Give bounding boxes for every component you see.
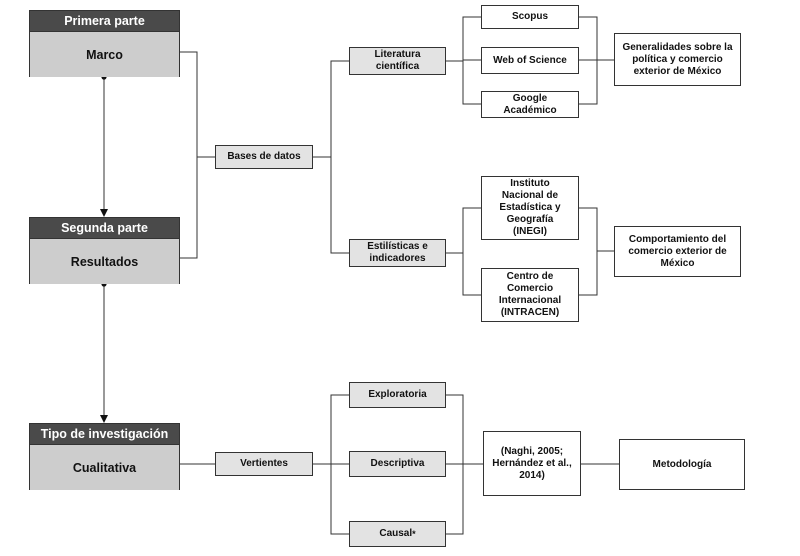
phase-primera-parte: Primera parte Marco: [29, 10, 180, 77]
node-descriptiva: Descriptiva: [349, 451, 446, 477]
phase-body: Resultados: [30, 239, 179, 284]
node-causal: Causal*: [349, 521, 446, 547]
connector-institutes-comportamiento: [579, 207, 598, 296]
phase-tipo-investigacion: Tipo de investigación Cualitativa: [29, 423, 180, 490]
connector-estadisticas-institutes: [462, 207, 481, 296]
phase-body: Marco: [30, 32, 179, 77]
connector-vertientes-types: [330, 394, 349, 535]
arrowhead: [100, 415, 108, 423]
node-generalidades: Generalidades sobre la política y comerc…: [614, 33, 741, 86]
node-google-academico: Google Académico: [481, 91, 579, 118]
phase-header: Primera parte: [30, 11, 179, 32]
phase-body: Cualitativa: [30, 445, 179, 490]
connector-marco-bases: [180, 51, 198, 259]
node-literatura-cientifica: Literatura científica: [349, 47, 446, 75]
causal-label: Causal: [379, 528, 413, 539]
node-bases-de-datos: Bases de datos: [215, 145, 313, 169]
connector-bases-branches: [330, 60, 349, 254]
node-scopus: Scopus: [481, 5, 579, 29]
phase-segunda-parte: Segunda parte Resultados: [29, 217, 180, 284]
phase-header: Tipo de investigación: [30, 424, 179, 445]
node-referencias: (Naghi, 2005; Hernández et al., 2014): [483, 431, 581, 496]
node-exploratoria: Exploratoria: [349, 382, 446, 408]
node-web-of-science: Web of Science: [481, 47, 579, 74]
node-metodologia: Metodología: [619, 439, 745, 490]
arrowhead: [100, 209, 108, 217]
node-inegi: Instituto Nacional de Estadística y Geog…: [481, 176, 579, 240]
phase-header: Segunda parte: [30, 218, 179, 239]
node-vertientes: Vertientes: [215, 452, 313, 476]
causal-asterisk: *: [412, 528, 416, 539]
node-intracen: Centro de Comercio Internacional (INTRAC…: [481, 268, 579, 322]
node-comportamiento: Comportamiento del comercio exterior de …: [614, 226, 741, 277]
node-estadisticas-indicadores: Estilísticas e indicadores: [349, 239, 446, 267]
